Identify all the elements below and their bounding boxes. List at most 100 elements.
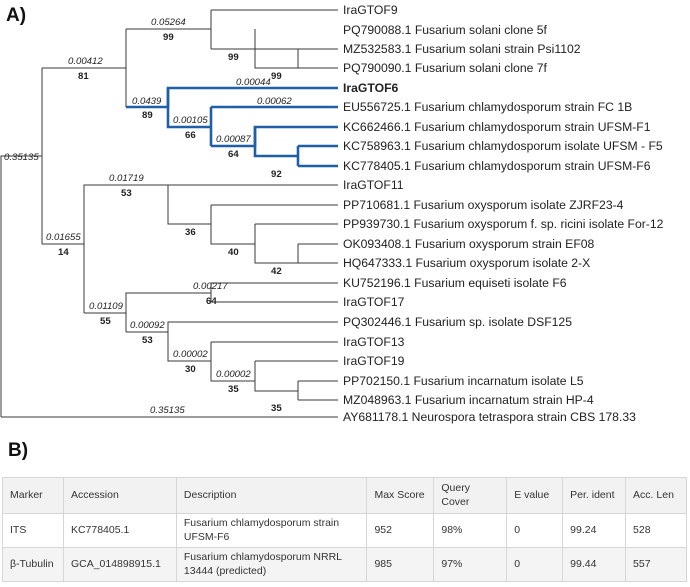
f1-f5-f6-vertical bbox=[253, 127, 298, 158]
cell-marker: β-Tubulin bbox=[2, 547, 64, 582]
branch-length-label: 0.00062 bbox=[257, 96, 292, 107]
branch-length-label: 0.35135 bbox=[150, 405, 185, 416]
bootstrap-label: 89 bbox=[142, 110, 153, 121]
tip-label-outgroup: AY681178.1 Neurospora tetraspora strain … bbox=[343, 410, 636, 424]
oxy-inner-vertical bbox=[210, 205, 255, 245]
cell-acc-len: 528 bbox=[625, 513, 687, 548]
chlamy-highlight-vertical bbox=[166, 88, 211, 129]
cell-marker: ITS bbox=[2, 513, 64, 548]
bootstrap-label: 14 bbox=[58, 247, 69, 258]
bootstrap-label: 64 bbox=[228, 149, 239, 160]
bootstrap-label: 81 bbox=[78, 71, 89, 82]
solani-5f-branch bbox=[254, 29, 338, 50]
table-row: ITS KC778405.1 Fusarium chlamydosporum s… bbox=[2, 513, 687, 548]
branch-length-label: 0.00217 bbox=[193, 281, 228, 292]
branch-length-label: 0.00044 bbox=[236, 77, 271, 88]
cell-accession: KC778405.1 bbox=[62, 513, 177, 548]
column-header-description: Description bbox=[175, 477, 368, 514]
column-header-query-cover: Query Cover bbox=[433, 477, 508, 514]
cell-per-ident: 99.44 bbox=[562, 547, 627, 582]
bootstrap-labels: 81 99 99 99 89 66 64 92 14 53 36 40 42 5… bbox=[58, 32, 282, 414]
branch-length-label: 0.00092 bbox=[130, 320, 165, 331]
cell-description: Fusarium chlamydosporum strain UFSM-F6 bbox=[175, 513, 368, 548]
cell-e-value: 0 bbox=[506, 513, 564, 548]
column-header-e-value: E value bbox=[506, 477, 564, 514]
tip-label: IraGTOF11 bbox=[343, 178, 404, 192]
tip-label: IraGTOF9 bbox=[343, 3, 398, 17]
branch-length-label: 0.00105 bbox=[173, 115, 208, 126]
inc-inner-vertical bbox=[210, 342, 255, 382]
tip-label: KC662466.1 Fusarium chlamydosporum strai… bbox=[343, 120, 651, 134]
bootstrap-label: 66 bbox=[185, 130, 196, 141]
equi-pair-branch bbox=[210, 282, 338, 303]
cell-description: Fusarium chlamydosporum NRRL 13444 (pred… bbox=[175, 547, 368, 582]
solani-inner-branch bbox=[211, 48, 338, 69]
column-header-accession: Accession bbox=[62, 477, 177, 514]
branch-length-labels: 0.35135 0.00412 0.05264 0.0439 0.00044 0… bbox=[4, 17, 292, 416]
branch-length-label: 0.01109 bbox=[89, 301, 124, 312]
bootstrap-label: 53 bbox=[121, 188, 132, 199]
oxy-vertical bbox=[167, 185, 211, 225]
branch-length-label: 0.0439 bbox=[132, 96, 162, 107]
tip-label: MZ532583.1 Fusarium solani strain Psi110… bbox=[343, 42, 581, 56]
bootstrap-label: 35 bbox=[271, 403, 282, 414]
tip-label-iragtof6: IraGTOF6 bbox=[343, 81, 399, 95]
branch-length-label: 0.00087 bbox=[216, 134, 251, 145]
bootstrap-label: 36 bbox=[185, 227, 196, 238]
tip-label: KC758963.1 Fusarium chlamydosporum isola… bbox=[343, 139, 663, 153]
bootstrap-label: 42 bbox=[271, 266, 282, 277]
equi-inc-branch bbox=[84, 292, 211, 314]
tip-label: KC778405.1 Fusarium chlamydosporum strai… bbox=[343, 159, 651, 173]
tip-labels: IraGTOF9 PQ790088.1 Fusarium solani clon… bbox=[343, 3, 664, 424]
bootstrap-label: 30 bbox=[185, 364, 196, 375]
cell-query-cover: 98% bbox=[433, 513, 508, 548]
cell-max-score: 952 bbox=[366, 513, 435, 548]
inc-pair-branch bbox=[297, 380, 338, 401]
inc-vertical bbox=[167, 322, 211, 362]
branch-length-label: 0.00002 bbox=[216, 369, 251, 380]
panel-a-label: A) bbox=[6, 5, 26, 26]
tip-label: PQ790090.1 Fusarium solani clone 7f bbox=[343, 61, 548, 75]
tip-label: IraGTOF13 bbox=[343, 335, 405, 349]
tip-label: IraGTOF17 bbox=[343, 295, 405, 309]
branch-length-label: 0.00002 bbox=[173, 349, 208, 360]
tip-label: OK093408.1 Fusarium oxysporum strain EF0… bbox=[343, 237, 595, 251]
column-header-per-ident: Per. ident bbox=[562, 477, 627, 514]
tip-label: PQ790088.1 Fusarium solani clone 5f bbox=[343, 23, 548, 37]
bootstrap-label: 99 bbox=[163, 32, 174, 43]
cell-per-ident: 99.24 bbox=[562, 513, 627, 548]
bootstrap-label: 99 bbox=[228, 52, 239, 63]
bootstrap-label: 92 bbox=[271, 169, 282, 180]
table-row: β-Tubulin GCA_014898915.1 Fusarium chlam… bbox=[2, 547, 687, 582]
branch-length-label: 0.35135 bbox=[4, 152, 39, 163]
bootstrap-label: 64 bbox=[206, 296, 217, 307]
inc-sub-vertical bbox=[254, 361, 298, 392]
branch-length-label: 0.00412 bbox=[68, 56, 103, 67]
branch-length-label: 0.01655 bbox=[46, 232, 81, 243]
cell-e-value: 0 bbox=[506, 547, 564, 582]
bootstrap-label: 53 bbox=[142, 335, 153, 346]
cell-max-score: 985 bbox=[366, 547, 435, 582]
bootstrap-label: 99 bbox=[271, 71, 282, 82]
tip-label: PP710681.1 Fusarium oxysporum isolate ZJ… bbox=[343, 198, 624, 212]
tip-label: KU752196.1 Fusarium equiseti isolate F6 bbox=[343, 276, 567, 290]
solani-pair-branch bbox=[255, 48, 338, 69]
panel-b-label: B) bbox=[8, 440, 29, 461]
bootstrap-label: 35 bbox=[228, 384, 239, 395]
oxy-equi-inc-branch bbox=[42, 184, 168, 245]
bootstrap-label: 55 bbox=[100, 316, 111, 327]
f5-f6-branch bbox=[296, 144, 338, 168]
oxy-pair-branch bbox=[297, 243, 338, 264]
root-branch bbox=[0, 155, 42, 417]
table-header-row: Marker Accession Description Max Score Q… bbox=[2, 477, 687, 514]
phylogenetic-tree: A) bbox=[0, 3, 664, 424]
branch-length-label: 0.01719 bbox=[109, 173, 144, 184]
branch-length-label: 0.05264 bbox=[151, 17, 186, 28]
column-header-acc-len: Acc. Len bbox=[625, 477, 687, 514]
tip-label: PQ302446.1 Fusarium sp. isolate DSF125 bbox=[343, 315, 572, 329]
tip-label: PP939730.1 Fusarium oxysporum f. sp. ric… bbox=[343, 217, 664, 231]
tip-label: PP702150.1 Fusarium incarnatum isolate L… bbox=[343, 374, 584, 388]
bootstrap-label: 40 bbox=[228, 247, 239, 258]
tree-branches bbox=[0, 9, 338, 418]
column-header-marker: Marker bbox=[2, 477, 64, 514]
